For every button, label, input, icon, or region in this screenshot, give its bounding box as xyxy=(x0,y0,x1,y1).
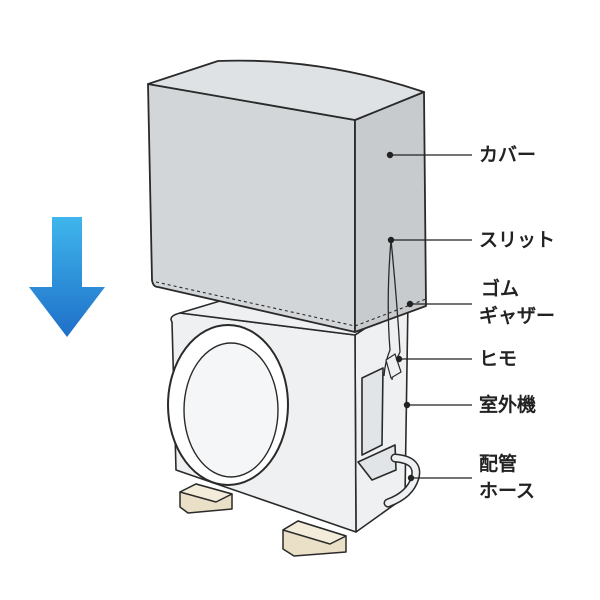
leader-lines xyxy=(390,154,472,479)
label-outdoor-unit: 室外機 xyxy=(479,394,537,416)
leader-dots xyxy=(386,151,415,482)
cover xyxy=(147,59,427,333)
label-pipe-line1: 配管 xyxy=(479,453,518,475)
fan-grille xyxy=(167,324,289,486)
label-cover: カバー xyxy=(479,144,537,166)
down-arrow-icon xyxy=(29,217,105,337)
label-gather-line2: ギャザー xyxy=(479,305,556,327)
label-gather-line1: ゴム xyxy=(481,278,520,300)
label-pipe-line2: ホース xyxy=(479,480,536,502)
label-slit: スリット xyxy=(479,229,556,251)
unit-stands xyxy=(179,483,347,557)
label-cord: ヒモ xyxy=(479,348,518,370)
